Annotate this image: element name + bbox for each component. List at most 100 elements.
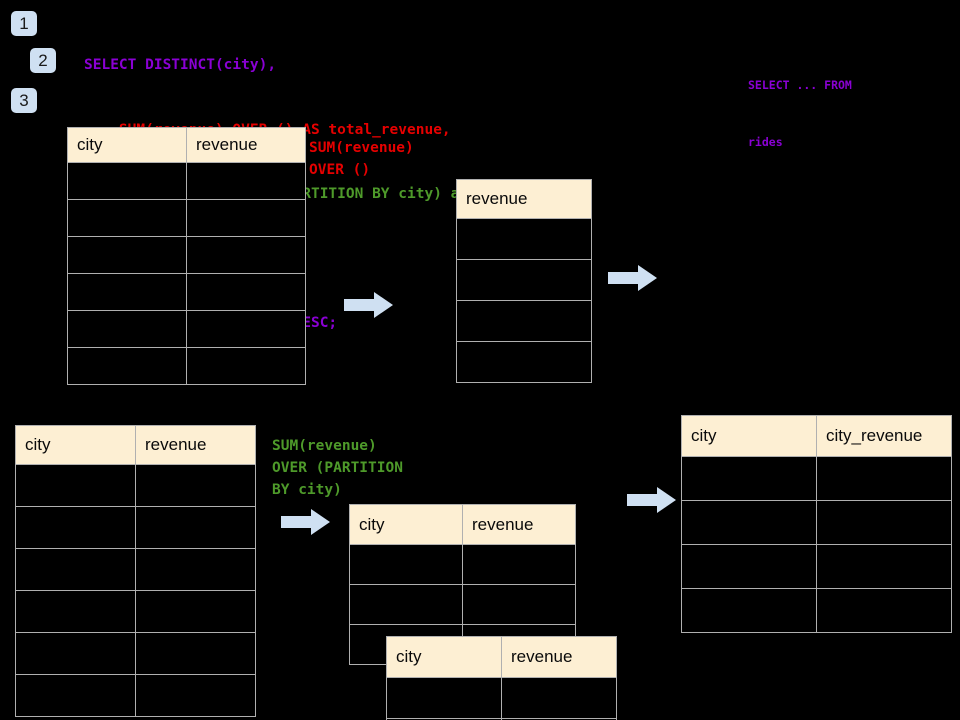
table-row xyxy=(681,588,952,633)
cell-revenue xyxy=(456,218,592,260)
table-row xyxy=(15,548,256,591)
cell-city xyxy=(15,590,136,633)
column-header-city: city xyxy=(67,127,187,163)
cell-city-revenue xyxy=(816,544,952,589)
table-row xyxy=(386,677,617,719)
cell-city xyxy=(681,456,817,501)
arrow-source-to-partition xyxy=(281,507,331,542)
table-row xyxy=(15,632,256,675)
table-partition-group-front: city revenue xyxy=(386,636,617,720)
cell-city xyxy=(349,584,463,625)
table-row xyxy=(15,590,256,633)
cell-revenue xyxy=(186,162,306,200)
cell-city xyxy=(67,310,187,348)
table-row xyxy=(456,218,592,260)
cell-city xyxy=(15,506,136,549)
cell-revenue xyxy=(135,548,256,591)
table-row xyxy=(349,544,576,585)
cell-revenue xyxy=(501,677,617,719)
table-row xyxy=(67,236,306,274)
table-header-row: city revenue xyxy=(386,636,617,678)
table-row xyxy=(456,300,592,342)
arrow-source-to-total xyxy=(344,290,394,325)
arrow-total-to-result xyxy=(608,263,658,298)
step-badge-2: 2 xyxy=(30,48,56,73)
table-rides-source-top: city revenue xyxy=(67,127,306,385)
column-header-city: city xyxy=(15,425,136,465)
table-row xyxy=(67,310,306,348)
table-row xyxy=(386,718,617,720)
cell-revenue xyxy=(135,464,256,507)
table-row xyxy=(15,506,256,549)
cell-revenue xyxy=(186,347,306,385)
cell-revenue xyxy=(135,674,256,717)
table-header-row: city revenue xyxy=(67,127,306,163)
cell-revenue xyxy=(462,584,576,625)
column-header-revenue: revenue xyxy=(462,504,576,545)
table-rides-source-bottom: city revenue xyxy=(15,425,256,717)
table-row xyxy=(67,347,306,385)
cell-revenue xyxy=(456,341,592,383)
step-badge-1: 1 xyxy=(11,11,37,36)
table-row xyxy=(456,341,592,383)
cell-city xyxy=(349,544,463,585)
table-row xyxy=(15,464,256,507)
column-header-city: city xyxy=(386,636,502,678)
table-total-revenue: revenue xyxy=(456,179,592,383)
column-header-revenue: revenue xyxy=(501,636,617,678)
cell-city-revenue xyxy=(816,588,952,633)
table-header-row: city revenue xyxy=(349,504,576,545)
cell-revenue xyxy=(456,259,592,301)
cell-city xyxy=(681,588,817,633)
side-note-select-from: SELECT ... FROM rides xyxy=(748,38,852,190)
cell-revenue xyxy=(135,590,256,633)
table-row xyxy=(15,674,256,717)
table-row xyxy=(349,584,576,625)
table-row xyxy=(681,544,952,589)
cell-city xyxy=(386,677,502,719)
cell-revenue xyxy=(135,506,256,549)
cell-city-revenue xyxy=(816,500,952,545)
sql-line-select: SELECT DISTINCT(city), xyxy=(84,57,277,73)
column-header-revenue: revenue xyxy=(456,179,592,219)
cell-city xyxy=(67,273,187,311)
column-header-city-revenue: city_revenue xyxy=(816,415,952,457)
table-row xyxy=(67,273,306,311)
table-header-row: city city_revenue xyxy=(681,415,952,457)
column-header-revenue: revenue xyxy=(135,425,256,465)
table-header-row: city revenue xyxy=(15,425,256,465)
arrow-partition-to-result xyxy=(627,485,677,520)
column-header-city: city xyxy=(681,415,817,457)
cell-city xyxy=(67,236,187,274)
cell-city xyxy=(67,347,187,385)
table-row xyxy=(681,500,952,545)
cell-revenue xyxy=(456,300,592,342)
step-badge-3: 3 xyxy=(11,88,37,113)
table-row xyxy=(67,199,306,237)
cell-city xyxy=(681,544,817,589)
cell-revenue xyxy=(186,273,306,311)
cell-revenue xyxy=(186,199,306,237)
table-final-result: city city_revenue xyxy=(681,415,952,633)
cell-city xyxy=(15,464,136,507)
cell-revenue xyxy=(186,310,306,348)
table-row xyxy=(456,259,592,301)
table-row xyxy=(681,456,952,501)
cell-city xyxy=(67,199,187,237)
column-header-revenue: revenue xyxy=(186,127,306,163)
cell-revenue xyxy=(462,544,576,585)
cell-city xyxy=(15,674,136,717)
side-note-line-2: rides xyxy=(748,135,783,149)
side-note-line-1: SELECT ... FROM xyxy=(748,78,852,92)
table-header-row: revenue xyxy=(456,179,592,219)
cell-city xyxy=(15,632,136,675)
cell-city xyxy=(15,548,136,591)
cell-revenue xyxy=(501,718,617,720)
annotation-total-revenue: SUM(revenue) OVER () xyxy=(309,140,414,178)
cell-city xyxy=(67,162,187,200)
cell-city xyxy=(681,500,817,545)
table-partition-group-back: city revenue xyxy=(349,504,576,665)
cell-revenue xyxy=(186,236,306,274)
annotation-city-revenue: SUM(revenue) OVER (PARTITION BY city) xyxy=(272,438,403,498)
